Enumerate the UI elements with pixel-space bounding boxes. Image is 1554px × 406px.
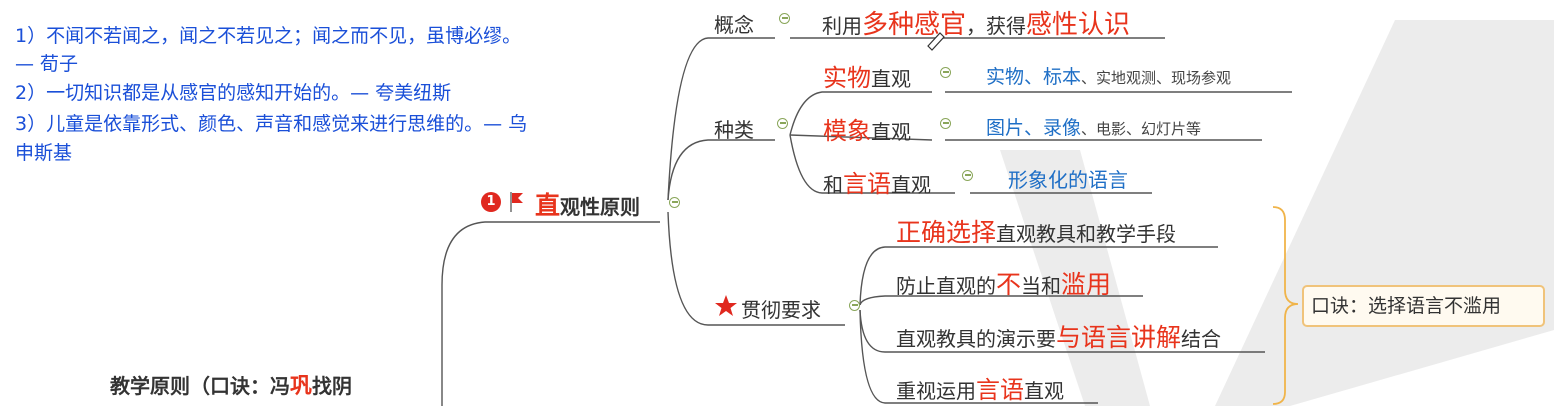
collapse-types-icon[interactable] bbox=[777, 118, 788, 129]
types-label[interactable]: 种类 bbox=[714, 118, 754, 142]
type-3-highlight: 言语 bbox=[843, 170, 891, 198]
root-node-teaching-principles[interactable]: 教学原则（口诀：冯巩找阴 bbox=[110, 368, 352, 400]
summary-bracket bbox=[1272, 206, 1299, 405]
type-2-detail-small: 、电影、幻灯片等 bbox=[1081, 120, 1202, 138]
collapse-type-2-icon[interactable] bbox=[940, 118, 951, 129]
type-3-prefix: 和 bbox=[823, 173, 843, 197]
type-1-detail-small: 、实地观测、现场参观 bbox=[1081, 69, 1232, 87]
concept-text[interactable]: 利用多种感官，获得感性认识 bbox=[822, 4, 1130, 41]
type-1-rest: 直观 bbox=[871, 67, 911, 91]
req-2-highlight: 不 bbox=[996, 270, 1022, 299]
type-3-detail[interactable]: 形象化的语言 bbox=[1008, 168, 1128, 192]
quote-3: 3）儿童是依靠形式、颜色、声音和感觉来进行思维的。— 乌 bbox=[15, 113, 528, 135]
req-4-prefix: 重视运用 bbox=[896, 379, 976, 403]
req-1-rest: 直观教具和教学手段 bbox=[996, 222, 1177, 246]
req-3-highlight: 与语言讲解 bbox=[1056, 323, 1182, 352]
req-3-rest: 结合 bbox=[1181, 327, 1222, 351]
type-item-model[interactable]: 模象直观 bbox=[823, 111, 911, 146]
concept-highlight-2: 感性认识 bbox=[1026, 10, 1131, 40]
requirement-item-3[interactable]: 直观教具的演示要与语言讲解结合 bbox=[896, 318, 1221, 354]
type-2-rest: 直观 bbox=[871, 120, 911, 144]
root-suffix: 找阴 bbox=[312, 374, 353, 398]
collapse-type-3-icon[interactable] bbox=[962, 170, 973, 181]
flag-icon bbox=[510, 192, 523, 212]
concept-prefix: 利用 bbox=[822, 14, 862, 38]
type-item-real-object[interactable]: 实物直观 bbox=[823, 58, 911, 93]
req-2-middle: 当和 bbox=[1021, 274, 1062, 298]
requirement-item-2[interactable]: 防止直观的不当和滥用 bbox=[896, 265, 1111, 301]
quote-1: 1）不闻不若闻之，闻之不若见之；闻之而不见，虽博必缪。 bbox=[15, 25, 522, 47]
principle-title-highlight: 直 bbox=[535, 191, 561, 220]
req-2-highlight-2: 滥用 bbox=[1061, 270, 1112, 299]
type-item-verbal[interactable]: 和言语直观 bbox=[823, 164, 931, 199]
req-1-highlight: 正确选择 bbox=[896, 218, 997, 247]
req-4-highlight: 言语 bbox=[976, 376, 1024, 404]
type-1-detail-blue: 实物、标本 bbox=[986, 66, 1082, 88]
root-prefix: 教学原则（口诀：冯 bbox=[110, 374, 290, 398]
type-1-highlight: 实物 bbox=[823, 64, 871, 92]
principle-title-rest: 观性原则 bbox=[560, 195, 641, 219]
requirement-item-4[interactable]: 重视运用言语直观 bbox=[896, 370, 1064, 405]
requirement-item-1[interactable]: 正确选择直观教具和教学手段 bbox=[896, 213, 1176, 249]
type-2-highlight: 模象 bbox=[823, 117, 871, 145]
req-3-prefix: 直观教具的演示要 bbox=[896, 327, 1056, 351]
priority-1-icon: 1 bbox=[481, 192, 501, 212]
concept-highlight-1: 多种感官 bbox=[862, 10, 967, 40]
collapse-concept-icon[interactable] bbox=[779, 13, 790, 24]
type-1-detail[interactable]: 实物、标本、实地观测、现场参观 bbox=[986, 62, 1231, 89]
cursor-pencil-icon bbox=[927, 32, 945, 51]
collapse-principle-icon[interactable] bbox=[669, 197, 680, 208]
concept-label[interactable]: 概念 bbox=[714, 13, 754, 37]
quote-1-author: — 荀子 bbox=[15, 53, 79, 75]
quote-2: 2）一切知识都是从感官的感知开始的。— 夸美纽斯 bbox=[15, 82, 452, 104]
concept-middle: ，获得 bbox=[966, 14, 1027, 38]
type-2-detail-blue: 图片、录像 bbox=[986, 117, 1082, 139]
requirements-label[interactable]: 贯彻要求 bbox=[741, 298, 821, 322]
type-3-rest: 直观 bbox=[891, 173, 931, 197]
quote-3-cont: 申斯基 bbox=[15, 142, 73, 164]
principle-intuitive-node[interactable]: 直观性原则 bbox=[535, 186, 640, 222]
collapse-requirements-icon[interactable] bbox=[849, 300, 860, 311]
collapse-type-1-icon[interactable] bbox=[940, 67, 951, 78]
root-highlight: 巩 bbox=[290, 374, 313, 399]
mnemonic-summary-box[interactable]: 口诀：选择语言不滥用 bbox=[1302, 285, 1545, 327]
type-2-detail[interactable]: 图片、录像、电影、幻灯片等 bbox=[986, 113, 1201, 140]
req-4-rest: 直观 bbox=[1024, 379, 1064, 403]
star-icon bbox=[715, 295, 737, 316]
req-2-prefix: 防止直观的 bbox=[896, 274, 996, 298]
